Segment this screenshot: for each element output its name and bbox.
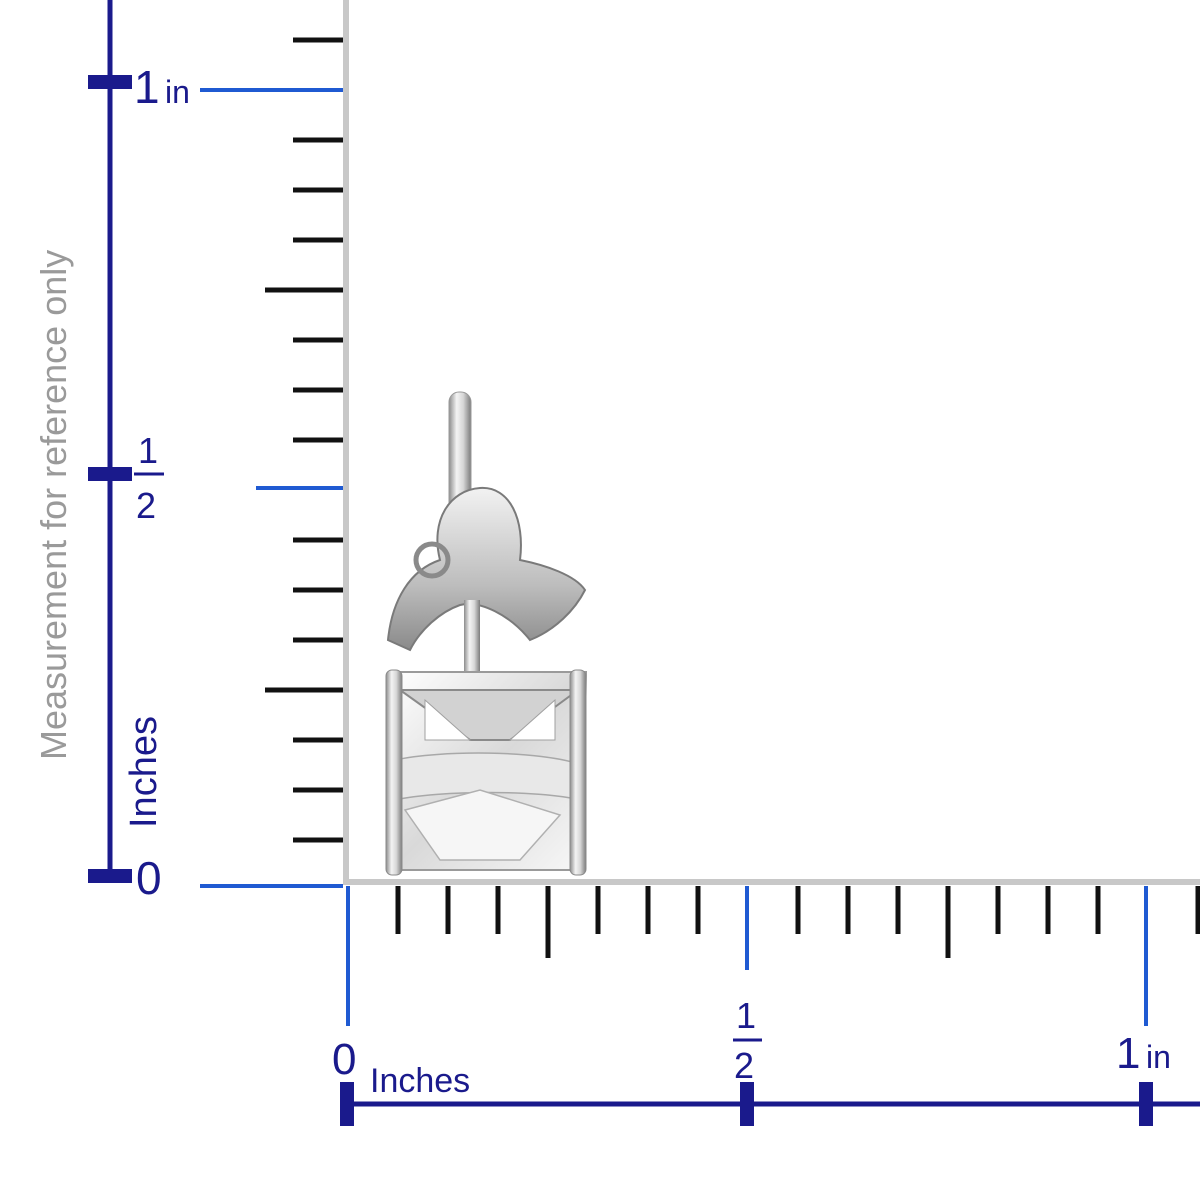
- vertical-unit-inches: Inches: [123, 716, 165, 828]
- vertical-label-0: 0: [136, 852, 162, 904]
- horizontal-navy-cap-1in: [1139, 1082, 1153, 1126]
- horizontal-ruler-ticks: [395, 886, 1200, 958]
- horizontal-navy-cap-half: [740, 1082, 754, 1126]
- vertical-label-1: 1: [134, 61, 160, 113]
- vertical-navy-cap-1in: [88, 75, 132, 89]
- stud-earring-image: [385, 391, 588, 876]
- horizontal-unit-in: in: [1146, 1039, 1171, 1075]
- vertical-half-numerator: 1: [138, 430, 158, 471]
- horizontal-unit-inches: Inches: [370, 1062, 470, 1100]
- vertical-ruler-ticks: [265, 37, 343, 843]
- horizontal-half-numerator: 1: [736, 995, 756, 1036]
- horizontal-navy-cap-0: [340, 1082, 354, 1126]
- vertical-navy-cap-half: [88, 467, 132, 481]
- vertical-half-denominator: 2: [136, 485, 156, 526]
- horizontal-half-denominator: 2: [734, 1045, 754, 1086]
- horizontal-label-1: 1: [1116, 1029, 1140, 1078]
- reference-caption: Measurement for reference only: [33, 250, 74, 760]
- vertical-navy-cap-0: [88, 869, 132, 883]
- horizontal-label-0: 0: [332, 1035, 356, 1084]
- vertical-unit-in: in: [165, 74, 190, 110]
